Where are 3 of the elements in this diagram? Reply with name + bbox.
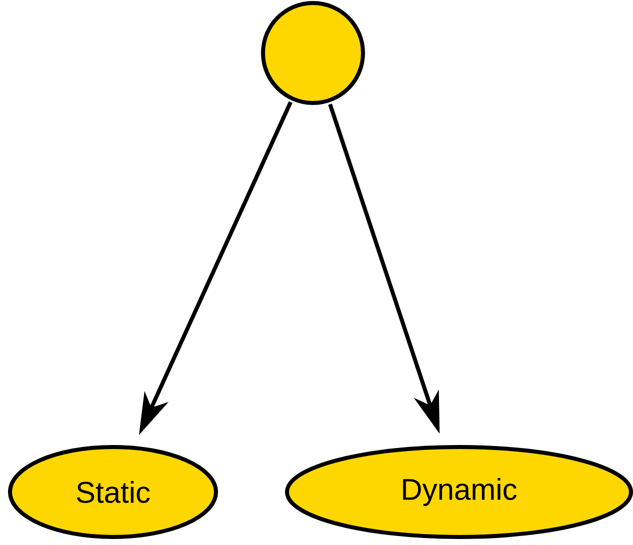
circle-node xyxy=(261,1,365,105)
ellipse-node: Dynamic xyxy=(285,444,633,539)
ellipse-node: Static xyxy=(8,444,218,539)
